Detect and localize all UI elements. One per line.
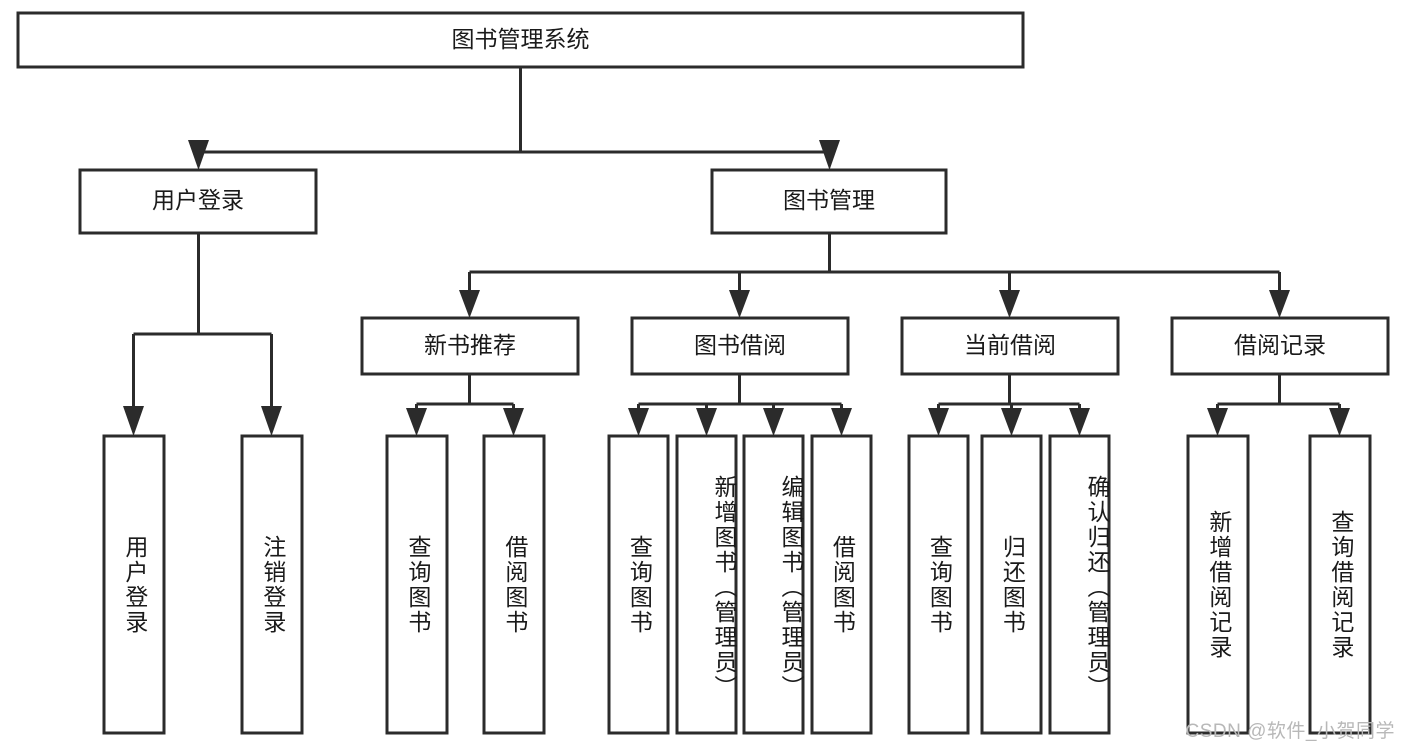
connector-group-borrowrecord-to-leaves [1207, 374, 1350, 436]
arrowheads-level2 [188, 140, 840, 170]
connector-group-bookborrow-to-leaves [628, 374, 852, 436]
node-new-book-rec-label: 新书推荐 [424, 332, 516, 358]
arrow-to-leaf-return-book [1001, 408, 1022, 436]
arrow-to-leaf-query-book-1 [406, 408, 427, 436]
arrow-to-user-login [188, 140, 209, 170]
arrow-to-leaf-query-book-3 [928, 408, 949, 436]
arrow-to-new-book-rec [459, 290, 480, 318]
arrow-to-leaf-user-login [123, 406, 144, 436]
node-leaf-add-record-box[interactable] [1186, 434, 1250, 735]
arrow-to-leaf-add-book [696, 408, 717, 436]
node-book-borrow-label: 图书借阅 [694, 332, 786, 358]
node-leaf-user-login-box[interactable] [102, 434, 166, 735]
node-leaf-borrow-book-2-box[interactable] [810, 434, 873, 735]
node-leaf-confirm-return-box[interactable] [1048, 434, 1111, 735]
node-current-borrow-box[interactable] [900, 316, 1120, 376]
connector-group-newbook-to-leaves [406, 374, 524, 436]
node-leaf-borrow-book-1-box[interactable] [482, 434, 546, 735]
node-borrow-record-box[interactable] [1170, 316, 1390, 376]
node-user-login-box[interactable] [78, 168, 318, 235]
arrow-to-leaf-logout [261, 406, 282, 436]
node-leaf-query-book-3-box[interactable] [907, 434, 970, 735]
node-leaf-query-book-2-box[interactable] [607, 434, 670, 735]
node-leaf-query-book-1-box[interactable] [385, 434, 449, 735]
arrow-to-leaf-query-book-2 [628, 408, 649, 436]
node-book-borrow-box[interactable] [630, 316, 850, 376]
node-current-borrow-label: 当前借阅 [964, 332, 1056, 358]
node-leaf-add-book-box[interactable] [675, 434, 738, 735]
connector-group-bookmgmt-to-level3 [459, 233, 1290, 318]
arrow-to-leaf-borrow-book-2 [831, 408, 852, 436]
arrow-to-borrow-record [1269, 290, 1290, 318]
node-root-box[interactable] [16, 11, 1025, 69]
node-leaf-edit-book-box[interactable] [742, 434, 805, 735]
connector-group-currentborrow-to-leaves [928, 374, 1090, 436]
connector-group-root-to-level2 [197, 67, 831, 158]
node-user-login-label: 用户登录 [152, 187, 244, 213]
arrow-to-leaf-query-record [1329, 408, 1350, 436]
node-leaf-logout-box[interactable] [240, 434, 304, 735]
node-root-label: 图书管理系统 [452, 26, 590, 52]
arrow-to-leaf-borrow-book-1 [503, 408, 524, 436]
arrow-to-book-mgmt [819, 140, 840, 170]
connector-group-userlogin-to-leaves [123, 233, 282, 436]
node-leaf-query-record-box[interactable] [1308, 434, 1372, 735]
arrow-to-book-borrow [729, 290, 750, 318]
node-new-book-rec-box[interactable] [360, 316, 580, 376]
node-borrow-record-label: 借阅记录 [1234, 332, 1326, 358]
arrow-to-leaf-confirm-return [1069, 408, 1090, 436]
node-book-mgmt-box[interactable] [710, 168, 948, 235]
csdn-watermark: CSDN @软件_小贺同学 [1185, 721, 1395, 742]
arrow-to-leaf-add-record [1207, 408, 1228, 436]
arrow-to-current-borrow [999, 290, 1020, 318]
node-book-mgmt-label: 图书管理 [783, 187, 875, 213]
node-leaf-return-book-box[interactable] [980, 434, 1043, 735]
arrow-to-leaf-edit-book [763, 408, 784, 436]
